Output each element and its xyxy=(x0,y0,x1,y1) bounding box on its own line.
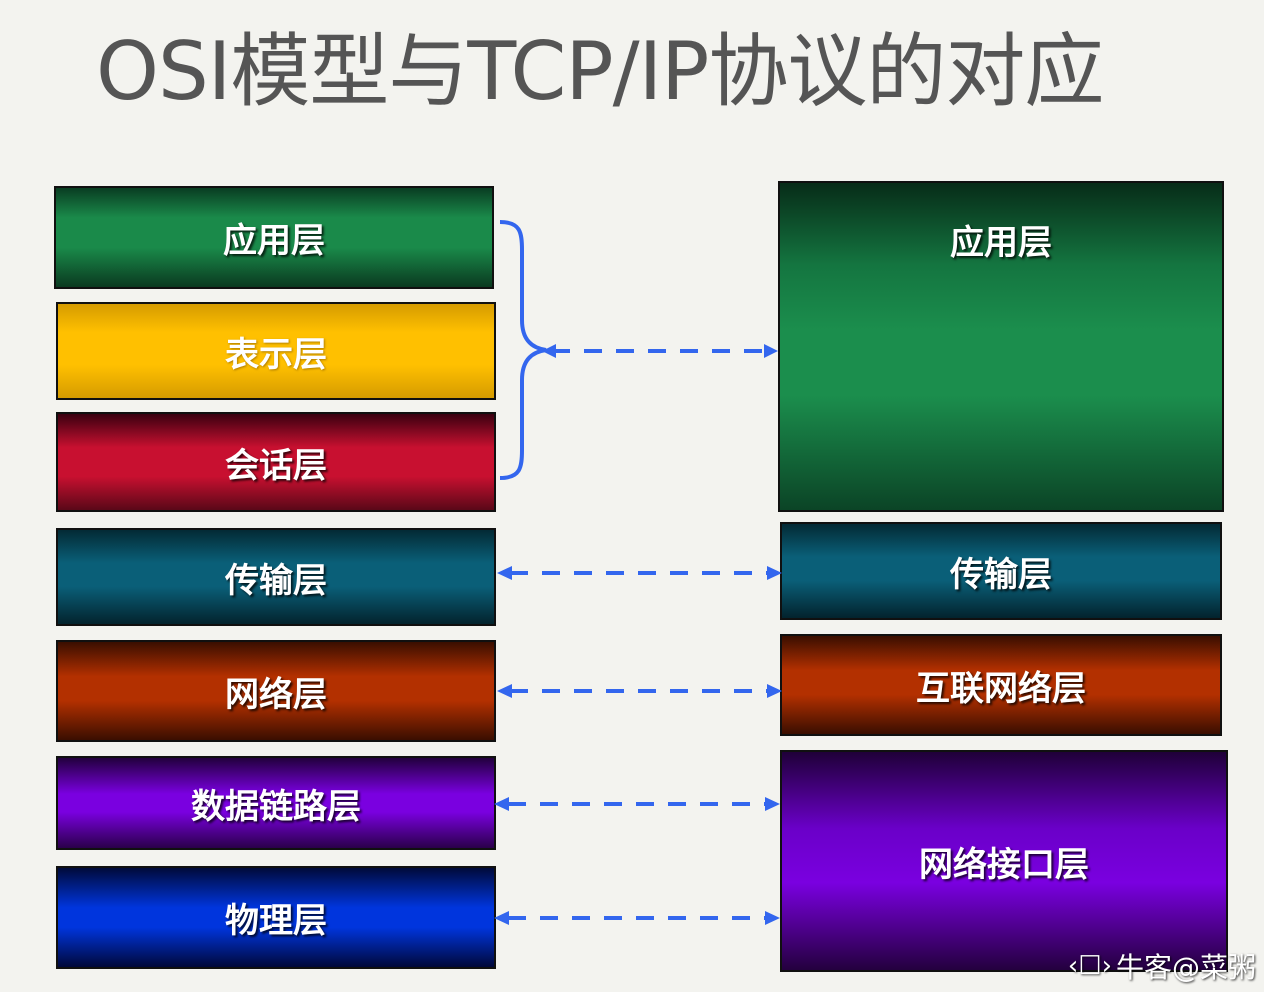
osi-application-layer: 应用层 xyxy=(54,186,494,289)
arrow-network-mapping xyxy=(497,684,782,698)
arrow-physical-mapping xyxy=(494,911,780,925)
page-title: OSI模型与TCP/IP协议的对应 xyxy=(96,25,1104,118)
tcpip-network-interface-layer: 网络接口层 xyxy=(780,750,1228,972)
osi-presentation-layer: 表示层 xyxy=(56,302,496,400)
arrow-transport-mapping xyxy=(497,566,782,580)
watermark-text: 牛客@菜粥 xyxy=(1115,951,1256,984)
osi-transport-layer: 传输层 xyxy=(56,528,496,626)
osi-data-link-layer: 数据链路层 xyxy=(56,756,496,850)
tcpip-application-layer: 应用层 xyxy=(778,181,1224,512)
grouping-brace xyxy=(499,220,547,480)
arrow-application-mapping xyxy=(542,344,778,358)
arrow-data-link-mapping xyxy=(494,797,780,811)
tcpip-internet-layer: 互联网络层 xyxy=(780,634,1222,736)
osi-network-layer: 网络层 xyxy=(56,640,496,742)
osi-session-layer: 会话层 xyxy=(56,412,496,512)
watermark: ‹☐› 牛客@菜粥 xyxy=(1068,946,1256,986)
chat-bubble-icon: ‹☐› xyxy=(1067,951,1112,981)
osi-physical-layer: 物理层 xyxy=(56,866,496,969)
tcpip-transport-layer: 传输层 xyxy=(780,522,1222,620)
